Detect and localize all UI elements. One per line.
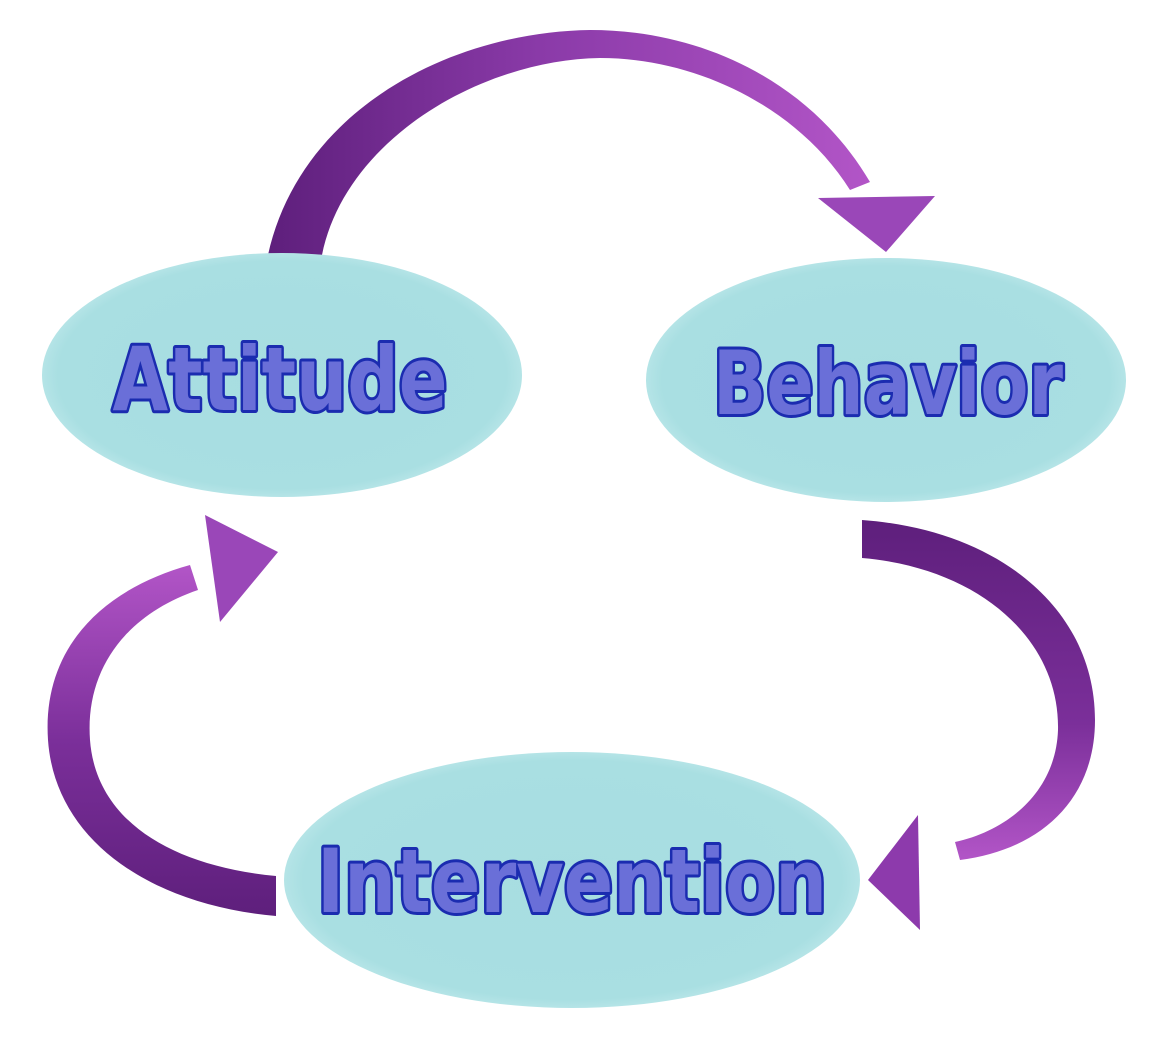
arrow-behavior-to-intervention-head xyxy=(868,815,920,930)
node-intervention: Intervention xyxy=(284,752,860,1008)
arrow-intervention-to-attitude xyxy=(47,515,278,916)
node-attitude: Attitude xyxy=(42,253,522,497)
arrow-attitude-to-behavior-head xyxy=(818,196,935,252)
arrow-attitude-to-behavior xyxy=(268,30,935,255)
node-intervention-ellipse xyxy=(284,752,860,1008)
node-intervention-label: Intervention xyxy=(317,830,827,933)
node-behavior: Behavior xyxy=(646,258,1126,502)
node-attitude-label: Attitude xyxy=(113,328,448,431)
arrow-attitude-to-behavior-shaft xyxy=(268,30,870,255)
arrow-intervention-to-attitude-head xyxy=(205,515,278,622)
node-behavior-label: Behavior xyxy=(713,332,1063,435)
arrow-behavior-to-intervention xyxy=(862,520,1095,930)
node-behavior-ellipse xyxy=(646,258,1126,502)
node-attitude-ellipse xyxy=(42,253,522,497)
arrow-behavior-to-intervention-shaft xyxy=(862,520,1095,860)
arrow-intervention-to-attitude-shaft xyxy=(47,565,276,916)
